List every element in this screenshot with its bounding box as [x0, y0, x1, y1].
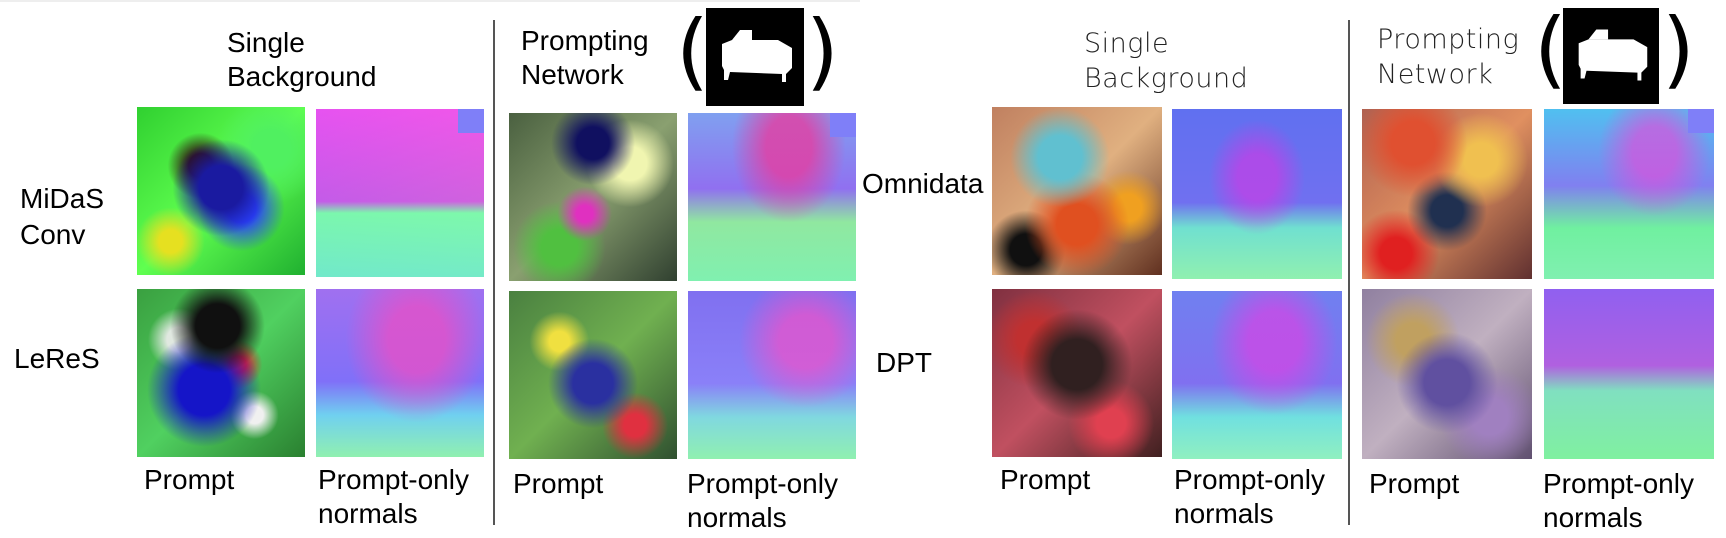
omnidata-single-prompt-image [992, 107, 1162, 275]
right-network-prompt-caption: Prompt [1369, 468, 1460, 499]
left-paren-close: ) [806, 2, 839, 100]
right-single-background-header-line1: Single [1084, 28, 1170, 59]
dpt-network-prompt-image [1362, 289, 1532, 459]
left-single-background-header-line2: Background [227, 61, 377, 92]
top-rule [0, 0, 860, 2]
omnidata-single-normals-image [1172, 109, 1342, 279]
right-network-normals-caption-line1: Prompt-only [1543, 468, 1694, 499]
left-panel-divider [493, 20, 495, 525]
right-mask-image [1563, 8, 1659, 104]
midas-network-prompt-image [509, 113, 677, 281]
right-panel-divider [1348, 20, 1350, 525]
left-network-normals-caption-line2: normals [687, 502, 787, 533]
right-single-prompt-caption: Prompt [1000, 464, 1091, 495]
midas-single-normals-image [316, 109, 484, 277]
omnidata-network-normals-image [1544, 109, 1714, 279]
right-single-normals-caption-line2: normals [1174, 498, 1274, 529]
midas-network-normals-image [688, 113, 856, 281]
left-single-background-header-line1: Single [227, 27, 305, 58]
right-single-normals-caption-line1: Prompt-only [1174, 464, 1325, 495]
leres-single-prompt-image [137, 289, 305, 457]
left-single-normals-caption-line1: Prompt-only [318, 464, 469, 495]
dpt-single-prompt-image [992, 289, 1162, 457]
leres-network-prompt-image [509, 291, 677, 459]
leres-single-normals-image [316, 289, 484, 457]
left-network-normals-caption-line1: Prompt-only [687, 468, 838, 499]
right-prompting-network-header-line2: Network [1377, 59, 1494, 90]
left-prompting-network-header-line2: Network [521, 59, 624, 90]
left-prompting-network-header-line1: Prompting [521, 25, 649, 56]
right-prompting-network-header-line1: Prompting [1377, 24, 1520, 55]
row-label-midas-line2: Conv [20, 219, 86, 250]
dpt-network-normals-image [1544, 289, 1714, 459]
right-paren-open: ( [1534, 0, 1567, 98]
left-paren-open: ( [676, 2, 709, 100]
sofa-silhouette-icon [1578, 29, 1648, 81]
dpt-single-normals-image [1172, 291, 1342, 459]
leres-network-normals-image [688, 291, 856, 459]
right-single-background-header-line2: Background [1084, 63, 1249, 94]
omnidata-network-prompt-image [1362, 109, 1532, 279]
sofa-silhouette-icon [722, 30, 792, 82]
midas-single-prompt-image [137, 107, 305, 275]
row-label-omnidata: Omnidata [862, 168, 984, 199]
left-mask-image [706, 8, 804, 106]
right-paren-close: ) [1662, 0, 1695, 98]
left-single-prompt-caption: Prompt [144, 464, 235, 495]
row-label-midas-line1: MiDaS [20, 183, 105, 214]
row-label-dpt: DPT [876, 347, 932, 378]
left-network-prompt-caption: Prompt [513, 468, 604, 499]
left-single-normals-caption-line2: normals [318, 498, 418, 529]
right-network-normals-caption-line2: normals [1543, 502, 1643, 533]
row-label-leres: LeReS [14, 343, 100, 374]
